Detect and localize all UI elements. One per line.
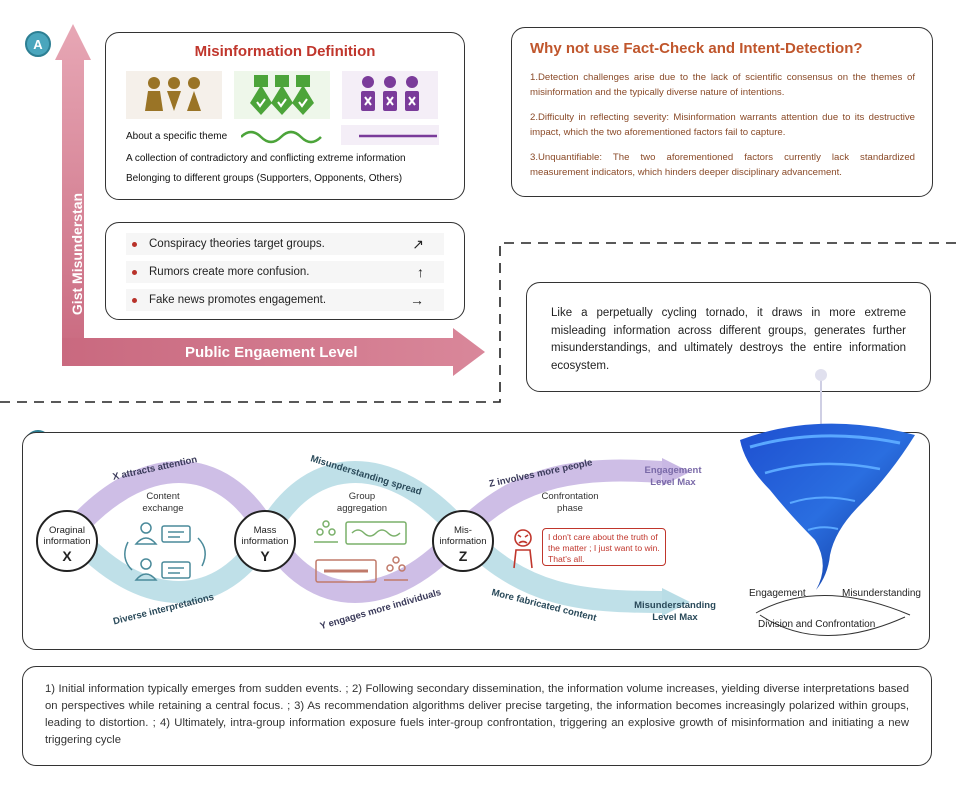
node-label: Oraginal information xyxy=(43,525,91,547)
bullet-dot xyxy=(132,241,137,247)
node-label: Mass information xyxy=(241,525,289,547)
content-exchange-icon xyxy=(124,522,206,581)
flow-ribbons xyxy=(63,458,690,616)
arrow-right-icon: → xyxy=(410,292,424,308)
trend-text: Rumors create more confusion. xyxy=(149,266,310,278)
tornado-label-engagement: Engagement xyxy=(749,588,806,599)
arrow-up-icon: ↑ xyxy=(417,264,424,280)
definition-line-3: Belonging to different groups (Supporter… xyxy=(126,173,403,184)
node-letter: Y xyxy=(260,548,270,564)
node-letter: X xyxy=(62,548,72,564)
opponent-figures xyxy=(342,71,438,119)
x-axis-label: Public Engaement Level xyxy=(185,344,358,361)
purple-arrow-head xyxy=(662,458,690,486)
arrow-up-right-icon: ↗ xyxy=(412,235,424,252)
y-axis-arrow xyxy=(55,24,91,360)
angry-person-icon xyxy=(513,529,533,569)
trend-row: Rumors create more confusion. ↑ xyxy=(126,261,444,283)
tornado-text-panel: Like a perpetually cycling tornado, it d… xyxy=(526,282,931,392)
phase-content-exchange: Content exchange xyxy=(142,491,184,514)
tornado-label-division: Division and Confrontation xyxy=(758,619,876,630)
definition-line-2: A collection of contradictory and confli… xyxy=(126,153,406,164)
node-y: Mass information Y xyxy=(234,510,296,572)
wave-lines xyxy=(241,125,439,145)
tornado-text: Like a perpetually cycling tornado, it d… xyxy=(551,307,906,372)
node-letter: Z xyxy=(458,548,468,564)
axes-arrows xyxy=(55,24,485,376)
engagement-max-label: Engagement Level Max xyxy=(644,465,702,488)
group-aggregation-icon xyxy=(314,520,408,583)
cross-people-icon xyxy=(361,76,419,111)
trend-text: Fake news promotes engagement. xyxy=(149,294,327,306)
definition-title: Misinformation Definition xyxy=(194,43,376,60)
why-item-3: 3.Unquantifiable: The two aforementioned… xyxy=(530,152,915,178)
teal-ribbon xyxy=(63,461,663,613)
purple-ribbon xyxy=(63,459,663,603)
phase-group-aggregation: Group aggregation xyxy=(336,491,388,514)
why-title: Why not use Fact-Check and Intent-Detect… xyxy=(530,40,863,57)
trend-row: Conspiracy theories target groups. ↗ xyxy=(126,233,444,255)
why-panel: Why not use Fact-Check and Intent-Detect… xyxy=(511,27,933,197)
summary-panel: 1) Initial information typically emerges… xyxy=(22,666,932,766)
trend-row: Fake news promotes engagement. → xyxy=(126,289,444,311)
trends-panel: Conspiracy theories target groups. ↗ Rum… xyxy=(105,222,465,320)
check-people-icon xyxy=(250,75,314,115)
trend-text: Conspiracy theories target groups. xyxy=(149,238,325,250)
tornado-label-misunderstanding: Misunderstanding xyxy=(842,588,921,599)
teal-arrow-head xyxy=(662,588,690,616)
misunderstanding-max-label: Misunderstanding Level Max xyxy=(634,600,716,623)
speech-bubble: I don't care about the truth of the matt… xyxy=(542,528,666,566)
tornado-icon xyxy=(740,369,915,636)
definition-line-1: About a specific theme xyxy=(126,131,228,142)
people-icon xyxy=(145,77,201,111)
why-item-1: 1.Detection challenges arise due to the … xyxy=(530,72,915,98)
node-x: Oraginal information X xyxy=(36,510,98,572)
dashed-separator xyxy=(0,242,960,403)
definition-panel: Misinformation Definition xyxy=(105,32,465,200)
supporter-figures xyxy=(234,71,330,119)
summary-text: 1) Initial information typically emerges… xyxy=(45,683,909,746)
panel-a-badge: A xyxy=(25,31,51,57)
x-axis-arrow xyxy=(62,328,485,376)
phase-confrontation: Confrontation phase xyxy=(541,491,599,514)
node-z: Mis-information Z xyxy=(432,510,494,572)
node-label: Mis-information xyxy=(439,525,487,547)
theme-figures xyxy=(126,71,222,119)
why-item-2: 2.Difficulty in reflecting severity: Mis… xyxy=(530,112,915,138)
bullet-dot xyxy=(132,269,137,275)
bullet-dot xyxy=(132,297,137,303)
